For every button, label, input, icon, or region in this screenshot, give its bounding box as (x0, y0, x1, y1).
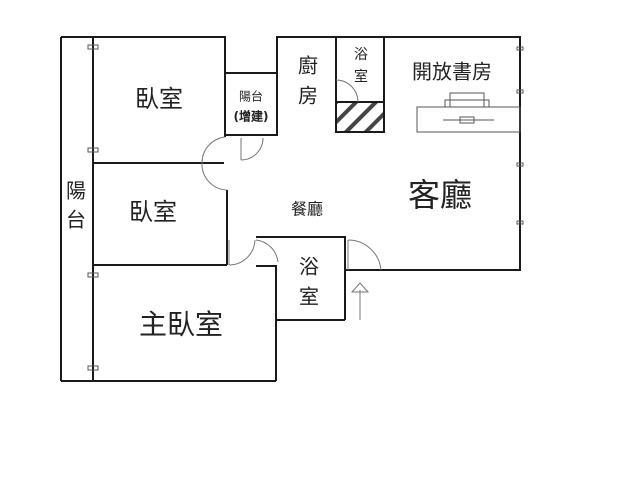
label-master-bedroom: 主臥室 (139, 308, 223, 341)
desk-icon (416, 92, 521, 133)
label-balcony-addition: 陽台 (239, 89, 263, 104)
label-dining: 餐廳 (291, 200, 323, 219)
label-bath-small-1: 浴 (354, 47, 368, 63)
walls (60, 36, 521, 382)
label-bedroom-2: 臥室 (129, 198, 177, 226)
label-bath-1: 浴 (299, 255, 319, 279)
label-balcony-2: 台 (66, 208, 86, 232)
label-kitchen-1: 廚 (298, 54, 318, 78)
label-living-room: 客廳 (408, 176, 472, 214)
doors (87, 44, 524, 371)
label-balcony-addition-note: (增建) (234, 109, 269, 124)
label-bedroom-1: 臥室 (135, 85, 183, 113)
entrance-arrow-icon (350, 282, 370, 320)
label-bath-small-2: 室 (354, 68, 368, 85)
label-kitchen-2: 房 (298, 84, 318, 108)
shaft-hatch (337, 103, 383, 131)
label-bath-2: 室 (299, 285, 319, 309)
window-markers (87, 44, 524, 371)
label-study: 開放書房 (412, 60, 492, 84)
label-balcony-1: 陽 (66, 179, 86, 203)
